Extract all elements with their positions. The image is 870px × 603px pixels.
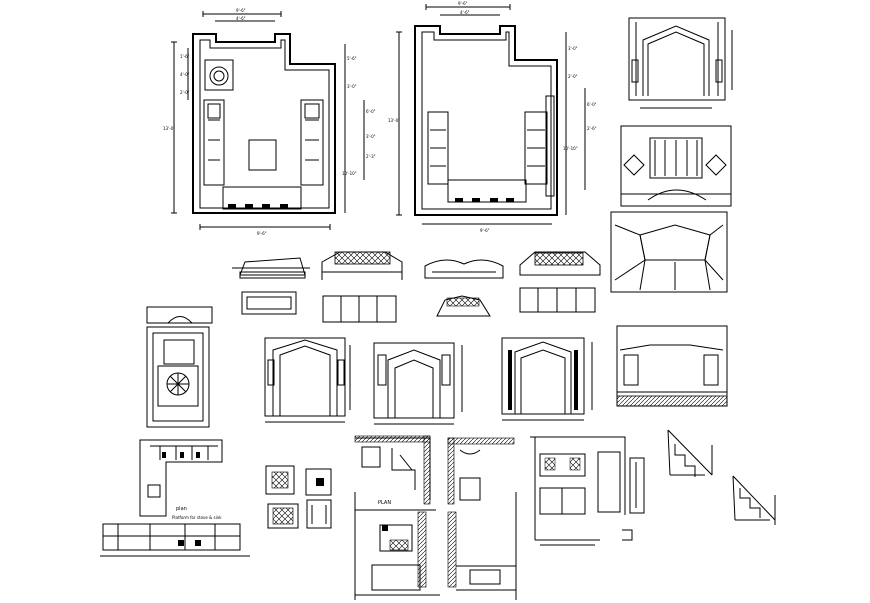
elevation-headboard [620, 125, 732, 207]
dim-plan2-left: 13'-0" [388, 118, 400, 123]
kitchen-plan-1: 9'-6" 4'-6" 13'-0" 1'-6" 4'-0" 2'-0" 5'-… [163, 8, 376, 236]
dim-plan1-l1: 1'-6" [180, 54, 190, 59]
dim-plan2-r2: 2'-0" [568, 74, 578, 79]
kitchen-front-elevation: Platform for stove & sink [100, 515, 250, 557]
kitchen-l-plan: plan [139, 439, 223, 517]
staircase-elevations [667, 429, 776, 525]
dim-plan1-r3: 6'-0" [366, 109, 376, 114]
note-stove-platform: Platform for stove & sink [172, 515, 222, 520]
dim-plan1-r2: 3'-0" [347, 84, 357, 89]
dim-plan1-top-inner: 4'-6" [236, 16, 246, 21]
arch-elevation-1 [264, 337, 351, 423]
bathroom-plan-section: PLAN [354, 492, 517, 600]
elevation-angled-panel [610, 211, 728, 293]
dim-plan1-l3: 2'-0" [180, 90, 190, 95]
kitchen-plan-2: 9'-6" 4'-6" 13'-0" 3'-0" 2'-0" 6'-0" 2'-… [388, 1, 597, 233]
arch-elevation-2 [373, 342, 463, 425]
dim-plan1-l2: 4'-0" [180, 72, 190, 77]
dim-plan2-top: 9'-6" [458, 1, 468, 6]
elevation-cabinets [616, 325, 728, 407]
dim-plan2-r5: 10'-10" [563, 146, 578, 151]
dim-plan2-r3: 6'-0" [587, 102, 597, 107]
dim-plan2-r1: 3'-0" [568, 46, 578, 51]
toilet-plan [354, 435, 515, 505]
label-plan: PLAN [378, 500, 391, 506]
fireplace-plan [146, 306, 213, 428]
dim-plan1-top: 9'-6" [236, 8, 246, 13]
elevation-arch-top-right [628, 17, 733, 109]
small-details [265, 465, 332, 529]
dim-plan1-bottom: 9'-6" [257, 231, 267, 236]
dim-plan1-r5: 2'-3" [366, 154, 376, 159]
dim-plan2-top-inner: 4'-6" [460, 10, 470, 15]
arch-elevation-3 [501, 337, 593, 421]
dim-plan2-r4: 2'-6" [587, 126, 597, 131]
dim-plan1-left: 13'-0" [163, 126, 175, 131]
dim-plan2-bottom: 9'-6" [480, 228, 490, 233]
wardrobe-elevation [530, 436, 645, 546]
dim-plan1-r1: 5'-6" [347, 56, 357, 61]
dim-plan1-r6: 10'-10" [342, 171, 357, 176]
dim-plan1-r4: 3'-0" [366, 134, 376, 139]
label-plan-small: plan [176, 506, 187, 512]
sofa-elevations-row [232, 251, 601, 323]
